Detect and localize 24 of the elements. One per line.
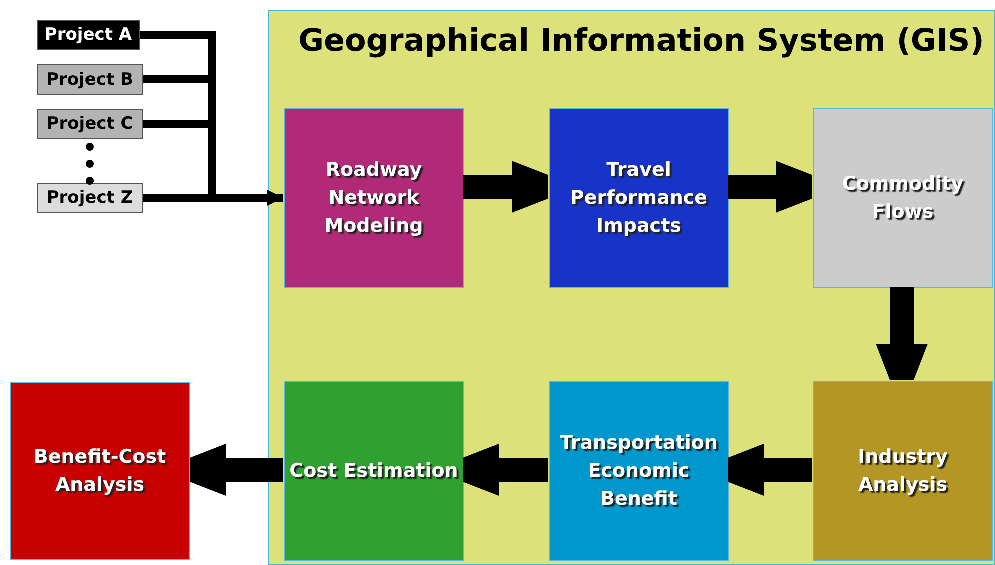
node-label: Project Z	[46, 188, 134, 208]
project-box	[37, 64, 143, 95]
project-box	[37, 20, 140, 50]
node-label: Commodity Flows	[841, 172, 965, 225]
panel-title: Geographical Information System (GIS)	[298, 23, 986, 59]
node-label: Project B	[46, 70, 134, 90]
process-box	[10, 382, 190, 560]
node-label: Project A	[44, 25, 132, 45]
process-box	[813, 108, 993, 288]
node-label: Project C	[46, 114, 134, 134]
process-box	[284, 108, 464, 288]
node-label: Benefit-Cost Analysis	[32, 445, 168, 498]
node-label: Roadway Network Modeling	[324, 158, 424, 239]
node-label: Transportation Economic Benefit	[558, 431, 719, 512]
node-label: Cost Estimation	[288, 459, 460, 484]
node-label: Travel Performance Impacts	[569, 158, 709, 239]
project-box	[37, 183, 143, 213]
process-box	[549, 108, 729, 288]
process-box	[284, 381, 464, 561]
node-label: Industry Analysis	[857, 445, 949, 498]
process-box	[813, 381, 993, 561]
process-box	[549, 381, 729, 561]
system-panel	[268, 10, 995, 565]
project-box	[37, 109, 143, 139]
